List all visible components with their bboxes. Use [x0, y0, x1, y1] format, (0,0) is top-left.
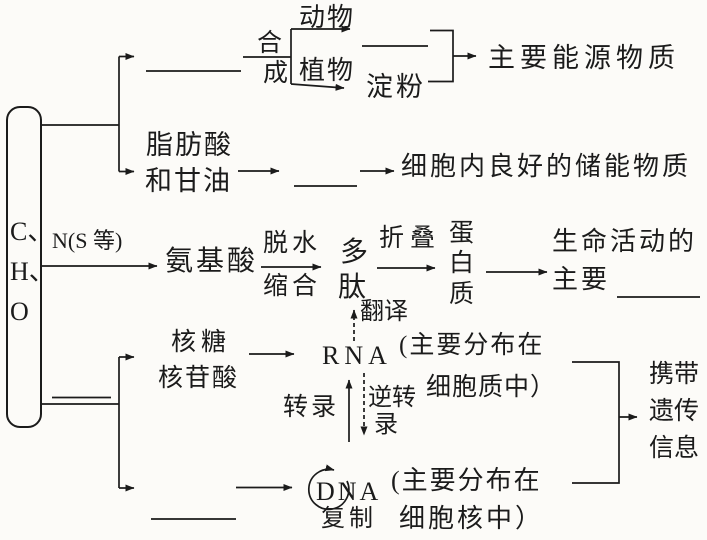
node-protein-char3: 质: [449, 281, 475, 308]
element-o: O: [10, 297, 29, 326]
bracket-sugar: [428, 29, 454, 83]
cho-elements-box: [6, 106, 42, 428]
arrow-replication-loop: [307, 464, 350, 511]
label-transcription: 转录: [283, 394, 340, 421]
note-rna-location-line2: 细胞质中）: [426, 374, 557, 401]
note-dna-location-line1: (主要分布在: [391, 466, 542, 495]
node-starch: 淀粉: [366, 72, 426, 102]
node-genetic-info-line3: 信息: [649, 435, 700, 462]
label-synthesis-bottom: 成: [263, 60, 289, 87]
node-ribose: 核糖: [171, 329, 232, 356]
node-amino-acid: 氨基酸: [165, 246, 259, 277]
cho-elements-label: C、 H、 O: [10, 212, 55, 332]
node-nucleotide: 核苷酸: [158, 365, 240, 392]
label-translation: 翻译: [360, 299, 408, 325]
node-rna: RNA: [322, 341, 392, 370]
node-dna: DNA: [316, 477, 382, 506]
node-animal: 动物: [299, 3, 356, 32]
node-polypeptide-top: 多: [340, 237, 369, 268]
bracket-genetic: [572, 361, 620, 484]
label-folding: 折叠: [379, 225, 442, 252]
node-genetic-info-line2: 遗传: [649, 398, 700, 425]
label-reverse-transcription-line2: 录: [374, 412, 398, 438]
label-nitrogen-sulfur: N(S 等): [52, 228, 123, 253]
label-condensation: 缩合: [263, 273, 322, 300]
node-life-activity-line1: 生命活动的: [552, 227, 698, 256]
label-dehydration: 脱水: [263, 230, 322, 257]
note-rna-location-line1: (主要分布在: [399, 332, 545, 359]
node-plant: 植物: [299, 56, 356, 85]
note-dna-location-line2: 细胞核中）: [399, 504, 545, 533]
node-glycerol: 和甘油: [145, 166, 232, 196]
node-protein-char2: 白: [449, 250, 475, 277]
node-main-energy-substance: 主要能源物质: [488, 43, 680, 73]
node-fatty-acid: 脂肪酸: [146, 130, 233, 160]
node-polypeptide-bottom: 肽: [338, 272, 367, 303]
label-synthesis-top: 合: [257, 30, 283, 57]
node-protein-char1: 蛋: [449, 220, 475, 247]
node-life-activity-line2: 主要: [552, 265, 611, 294]
element-h: H、: [10, 257, 55, 286]
label-replication: 复制: [321, 506, 377, 532]
label-reverse-transcription-line1: 逆转: [368, 385, 416, 411]
node-storage-substance: 细胞内良好的储能物质: [401, 152, 692, 181]
element-c: C、: [10, 217, 54, 246]
node-genetic-info-line1: 携带: [649, 361, 700, 388]
arrow-plant-path: [290, 83, 345, 91]
